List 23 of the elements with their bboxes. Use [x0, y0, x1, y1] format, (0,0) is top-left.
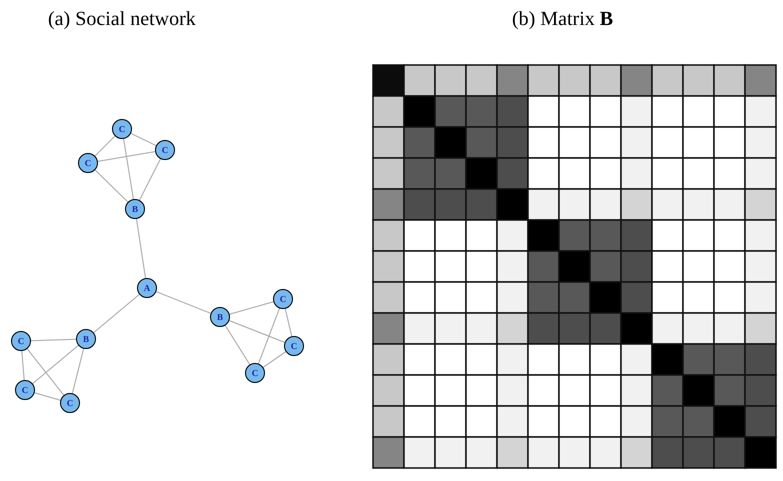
- network-edge: [94, 170, 128, 202]
- network-edge: [97, 151, 156, 162]
- network-edge: [93, 294, 140, 334]
- network-edge: [34, 392, 61, 401]
- network-edge: [32, 344, 79, 384]
- network-edge: [156, 291, 212, 314]
- network-edge: [123, 138, 134, 200]
- network-edge: [284, 308, 292, 337]
- network-edge: [258, 308, 280, 364]
- network-edge: [139, 158, 161, 201]
- network-edge: [26, 348, 64, 396]
- network-edge: [229, 301, 274, 315]
- network-edge: [228, 320, 286, 343]
- panel-caption: (b) Matrix B: [512, 7, 614, 32]
- network-edge: [224, 324, 250, 366]
- network-edge: [30, 338, 76, 342]
- network-edge: [21, 350, 25, 381]
- network-edge: [94, 136, 116, 156]
- network-edge: [136, 218, 146, 279]
- network-edge: [130, 132, 157, 146]
- panel-caption: (a) Social network: [48, 7, 196, 32]
- network-edge: [72, 348, 84, 394]
- network-edge: [262, 351, 286, 368]
